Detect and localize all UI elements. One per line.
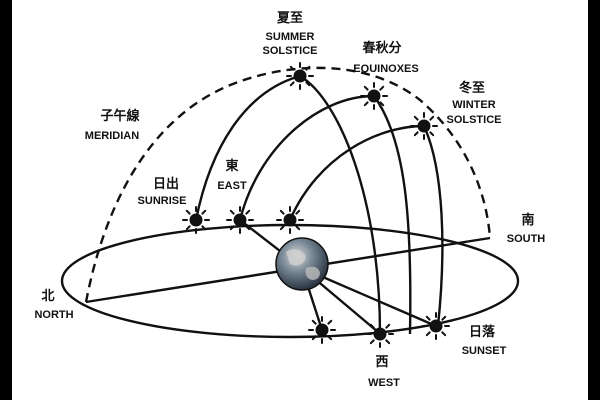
winter-label-en1: WINTER	[452, 99, 495, 111]
sun-icon-winter-set	[422, 312, 450, 340]
sun-path-diagram: 夏至 SUMMER SOLSTICE 春秋分 EQUINOXES 冬至 WINT…	[34, 11, 546, 389]
diagram-canvas: 夏至 SUMMER SOLSTICE 春秋分 EQUINOXES 冬至 WINT…	[12, 0, 588, 400]
summer-solstice-arc	[194, 74, 382, 335]
sun-icon-summer-noon	[286, 62, 314, 90]
sun-icon-equinox-noon	[360, 82, 388, 110]
sun-icon-winter-rise	[276, 206, 304, 234]
earth-icon	[275, 237, 329, 291]
east-label-en: EAST	[217, 180, 247, 192]
winter-label-zh: 冬至	[459, 80, 485, 96]
meridian-label-en: MERIDIAN	[85, 130, 139, 142]
north-label-en: NORTH	[34, 309, 73, 321]
sunrise-label-zh: 日出	[153, 176, 179, 192]
summer-label-zh: 夏至	[276, 11, 303, 26]
sun-icon-summer-set	[308, 316, 336, 344]
winter-label-en2: SOLSTICE	[446, 114, 501, 126]
equinox-label-en: EQUINOXES	[353, 63, 418, 75]
sun-icon-winter-noon	[410, 112, 438, 140]
meridian-dashed-arc	[84, 66, 492, 303]
west-label-zh: 西	[375, 355, 388, 370]
north-label-zh: 北	[41, 289, 54, 304]
equinox-label-zh: 春秋分	[361, 40, 401, 56]
sun-icon-equinox-rise	[226, 206, 254, 234]
south-label-zh: 南	[521, 212, 534, 228]
summer-label-en2: SOLSTICE	[262, 45, 317, 57]
sunrise-label-en: SUNRISE	[138, 195, 187, 207]
summer-label-en1: SUMMER	[266, 31, 315, 43]
south-label-en: SOUTH	[507, 233, 546, 245]
sunset-label-en: SUNSET	[462, 345, 507, 357]
sun-icon-summer-rise	[182, 206, 210, 234]
sunset-label-zh: 日落	[469, 324, 496, 340]
west-label-en: WEST	[368, 377, 400, 389]
sun-icon-equinox-set	[366, 320, 394, 348]
meridian-label-zh: 子午線	[100, 108, 140, 124]
east-label-zh: 東	[225, 158, 238, 174]
